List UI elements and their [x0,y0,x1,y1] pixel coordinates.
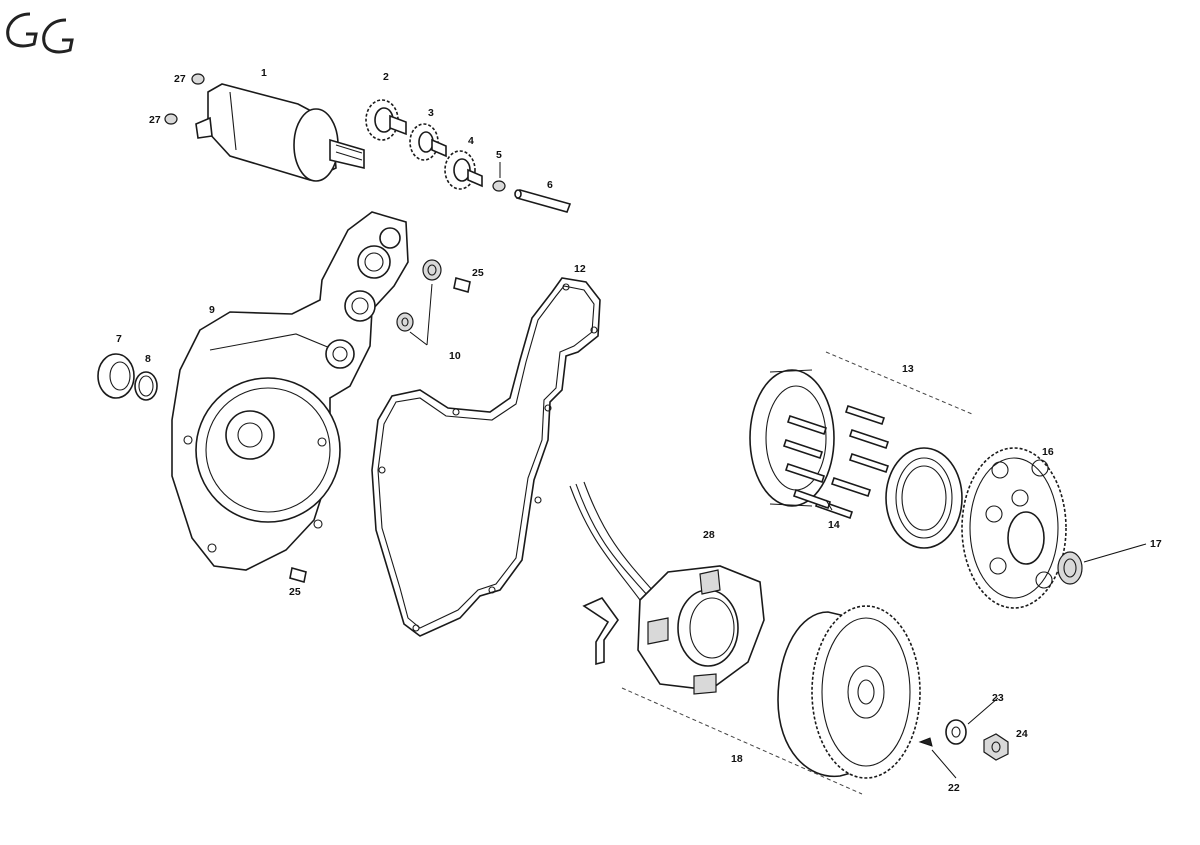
callout-2: 2 [383,71,389,83]
callout-12: 12 [574,263,586,275]
part-14-bolts [782,404,890,520]
part-16-starter-driven-gear [961,447,1067,609]
callout-17: 17 [1150,538,1162,550]
callout-23: 23 [992,692,1004,704]
part-10-bearing-lower [396,312,414,332]
callout-10: 10 [449,350,461,362]
part-24-nut [983,733,1009,761]
part-27-nut-lower [164,113,178,125]
callout-1: 1 [261,67,267,79]
callout-16: 16 [1042,446,1054,458]
part-23-washer [945,719,967,745]
part-2-gear [365,99,407,141]
part-13-starter-clutch-rotor [749,369,835,507]
callout-25-upper: 25 [472,267,484,279]
part-7-oil-seal [97,353,135,399]
callout-5: 5 [496,149,502,161]
group-13-dashed-line [825,351,973,415]
brand-logo: GG [6,12,74,54]
callout-8: 8 [145,353,151,365]
callout-4: 4 [468,135,474,147]
part-5-washer [492,180,506,192]
callout-22: 22 [948,782,960,794]
part-8-o-ring [134,371,158,401]
part-17-needle-bearing [1057,551,1083,585]
part-12-gasket [371,277,601,637]
callout-9: 9 [209,304,215,316]
part-9-crankcase-cover [171,211,409,571]
callout-3: 3 [428,107,434,119]
callout-27-upper: 27 [174,73,186,85]
callout-18: 18 [731,753,743,765]
part-15-one-way-clutch [885,447,963,549]
part-10-bearing-upper [422,259,442,281]
callout-6: 6 [547,179,553,191]
callout-24: 24 [1016,728,1028,740]
part-27-nut-upper [191,73,205,85]
part-22-woodruff-key [918,737,933,747]
part-3-gear [409,123,447,161]
callout-28: 28 [703,529,715,541]
callout-25-lower: 25 [289,586,301,598]
part-28-stator [569,481,765,695]
part-18-flywheel [777,605,921,779]
callout-13: 13 [902,363,914,375]
callout-7: 7 [116,333,122,345]
part-1-starter-motor [195,83,365,182]
callout-27-lower: 27 [149,114,161,126]
part-4-gear [444,150,483,190]
callout-14: 14 [828,519,840,531]
callout-labels: 1 2 3 4 5 6 7 8 9 10 12 13 14 16 17 18 2… [116,67,1162,794]
group-18-dashed-line [621,687,863,795]
part-25-dowel-lower [289,566,307,584]
leader-lines [409,162,1147,779]
part-25-dowel-upper [453,276,471,294]
part-6-shaft [514,189,572,213]
